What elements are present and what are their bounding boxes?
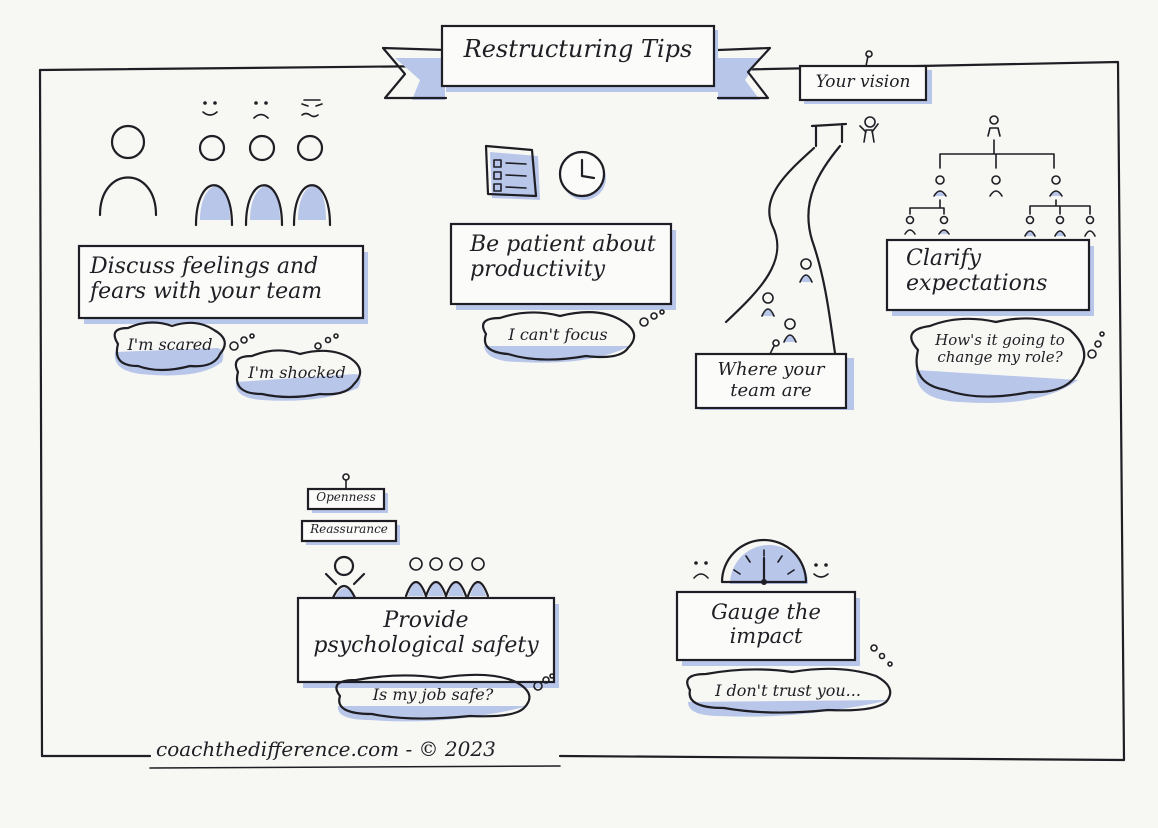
tip-4-text: Provide psychological safety [313, 608, 539, 659]
people-icon [98, 99, 332, 227]
tag-openness: Openness [316, 490, 376, 504]
page-title: Restructuring Tips [463, 35, 693, 63]
tip-1-box [77, 244, 368, 324]
tip-2-box [449, 222, 676, 310]
tip-4-box [296, 596, 559, 688]
checklist-icon [484, 144, 540, 200]
thought-bubble-5 [686, 644, 893, 717]
thought-bubble-4 [335, 673, 555, 722]
thought-5: I don't trust you... [715, 681, 861, 700]
speaker-icon [324, 555, 366, 602]
tip-2-text: Be patient about productivity [470, 232, 656, 283]
audience-icon [404, 557, 490, 598]
road-top-label: Your vision [815, 72, 911, 92]
road-icon [694, 50, 932, 410]
thought-2: I can't focus [508, 325, 608, 344]
title-banner [381, 24, 772, 100]
smiley-icon [693, 561, 829, 579]
thought-4: Is my job safe? [372, 685, 494, 704]
tip-5-text: Gauge the impact [711, 600, 821, 649]
road-bottom-label: Where your team are [717, 359, 825, 401]
thought-1b: I'm shocked [248, 363, 346, 382]
org-chart-icon [904, 115, 1096, 237]
gauge-icon [720, 538, 808, 585]
tag-reassurance: Reassurance [310, 522, 388, 536]
footer-credit: coachthedifference.com - © 2023 [156, 737, 496, 761]
footer-underline [149, 765, 561, 769]
clock-icon [558, 150, 606, 200]
tip-3-box [885, 238, 1094, 316]
thought-bubble-1 [113, 321, 362, 401]
thought-1a: I'm scared [127, 335, 213, 354]
tip-5-box [675, 590, 860, 666]
tag-labels [300, 473, 400, 545]
thought-bubble-2 [482, 309, 665, 363]
thought-bubble-3 [910, 317, 1105, 404]
tip-3-text: Clarify expectations [906, 246, 1048, 297]
thought-3: How's it going to change my role? [935, 331, 1065, 367]
tip-1-text: Discuss feelings and fears with your tea… [90, 254, 323, 305]
